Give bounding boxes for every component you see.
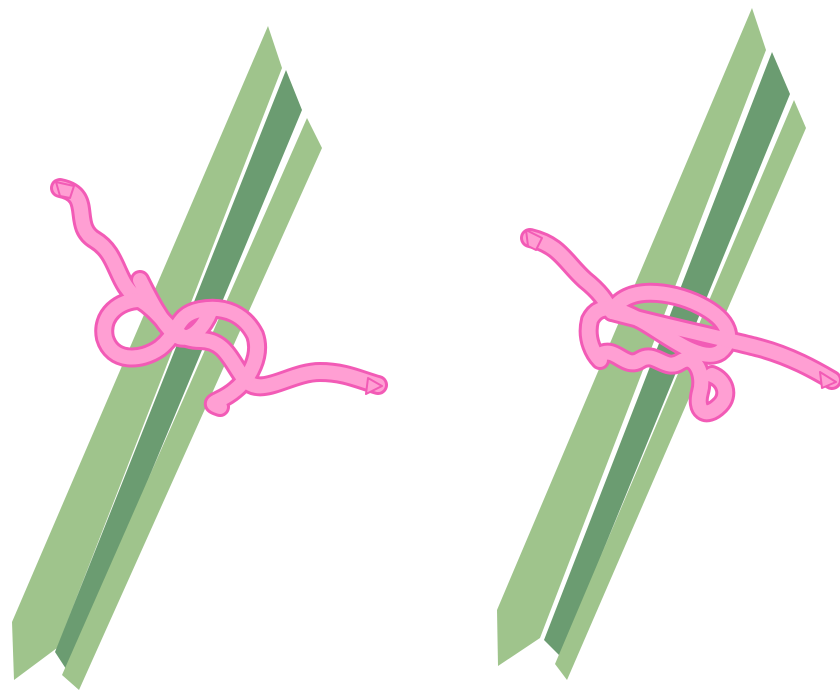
left-illustration bbox=[12, 26, 382, 690]
left-stick-middle bbox=[55, 70, 302, 672]
left-sticks bbox=[12, 26, 322, 690]
right-illustration bbox=[497, 8, 836, 680]
